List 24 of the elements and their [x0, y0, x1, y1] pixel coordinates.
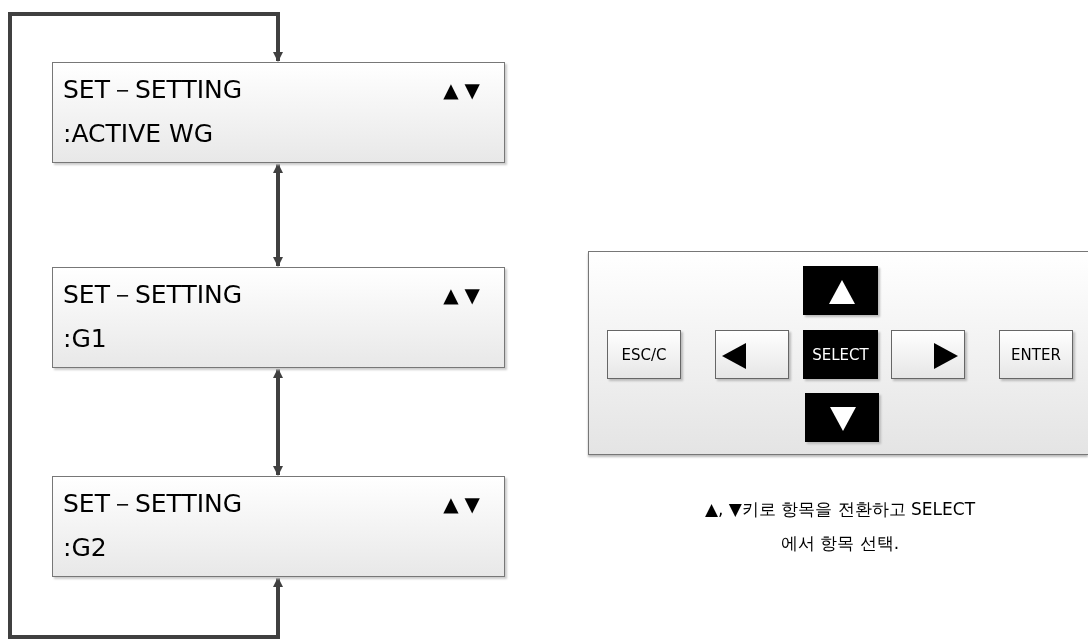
arrow — [8, 12, 283, 639]
lcd-text: SET－SETTING — [63, 489, 243, 519]
lcd-text: SET－SETTING — [63, 75, 243, 105]
lcd-text: SET－SETTING — [63, 280, 243, 310]
arrow-key — [715, 330, 789, 379]
arrow-key — [803, 266, 878, 315]
scroll-indicator: ▲▼ — [443, 77, 486, 104]
key-button: ESC/C — [607, 330, 681, 379]
lcd-text: :ACTIVE WG — [63, 119, 214, 149]
node-label: ▲, ▼키로 항목을 전환하고 SELECT 에서 항목 선택. — [703, 498, 977, 555]
arrow — [273, 163, 283, 267]
lcd-text: :G1 — [63, 324, 107, 354]
key-button: SELECT — [803, 330, 878, 379]
lcd-screen — [52, 267, 505, 368]
scroll-indicator: ▲▼ — [443, 282, 486, 309]
scroll-indicator: ▲▼ — [443, 491, 486, 518]
lcd-screen — [52, 62, 505, 163]
lcd-text: :G2 — [63, 533, 107, 563]
lcd-screen — [52, 476, 505, 577]
arrow-key — [805, 393, 879, 442]
keypad-panel — [588, 251, 1088, 455]
arrow-key — [891, 330, 965, 379]
key-button: ENTER — [999, 330, 1073, 379]
arrow — [273, 368, 283, 476]
